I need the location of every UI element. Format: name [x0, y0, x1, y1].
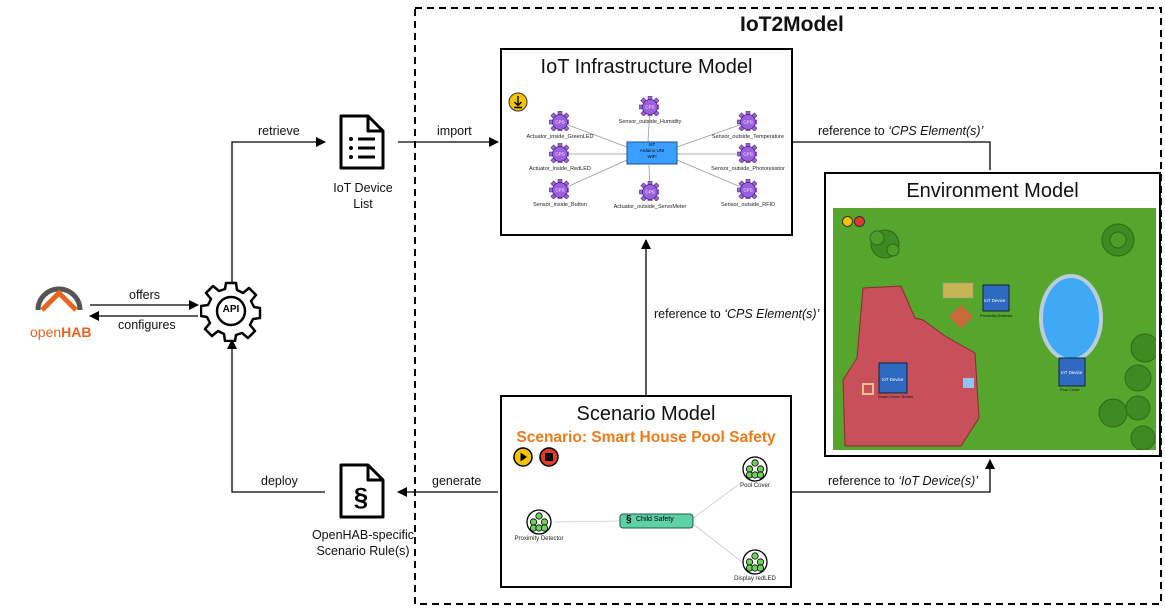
svg-text:CPS: CPS	[743, 120, 752, 125]
scenario-node-label: Pool Cover	[740, 483, 770, 489]
infra-node-label: Sensor_outside_Temperature	[711, 134, 785, 140]
infra-node-label: Actuator_outside_ServoMeter	[613, 204, 687, 210]
scenario-graph	[553, 481, 743, 563]
scenario-title: Scenario Model	[576, 403, 716, 425]
scenario-node-icon[interactable]	[526, 509, 552, 535]
infra-center-device	[626, 141, 678, 165]
infra-node-label: Sensor_inside_Button	[533, 202, 587, 208]
infra-node-label: Sensor_outside_Humidity	[618, 119, 682, 125]
deploy-label: deploy	[261, 474, 298, 488]
scenario-center-label: Child Safety	[636, 516, 674, 523]
infra-center-text: IoT Arduino UNI WiFi	[627, 142, 677, 164]
environment-map	[833, 208, 1156, 450]
openhab-logo-icon	[35, 286, 83, 312]
ref-iot-target: ‘IoT Device(s)’	[898, 474, 979, 488]
environment-device-label-2: IoT Device	[882, 377, 904, 382]
scenario-node-label: Display redLED	[734, 576, 776, 582]
device-list-doc-icon	[339, 114, 385, 170]
svg-text:CPS: CPS	[645, 190, 654, 195]
environment-device-label-1: IoT Device	[984, 298, 1006, 303]
scenario-center-node	[619, 513, 694, 529]
svg-text:CPS: CPS	[555, 120, 564, 125]
environment-title: Environment Model	[906, 180, 1079, 202]
scenario-stop-icon[interactable]	[539, 447, 559, 467]
cps-gear-icon[interactable]: CPS	[737, 111, 757, 131]
cps-gear-icon[interactable]: CPS	[549, 143, 569, 163]
infra-center-line-3: WiFi	[647, 154, 657, 159]
scenario-model[interactable]: Scenario Model Scenario: Smart House Poo…	[500, 395, 792, 588]
scenario-rule-label: OpenHAB-specific Scenario Rule(s)	[311, 528, 415, 558]
infra-graph	[559, 106, 749, 193]
ref-cps-top-target: ‘CPS Element(s)’	[888, 124, 984, 138]
import-label: import	[437, 124, 472, 138]
openhab-logo-text-b: HAB	[61, 324, 92, 340]
svg-text:CPS: CPS	[555, 152, 564, 157]
iot2model-title: IoT2Model	[740, 13, 844, 36]
cps-gear-icon[interactable]: CPS	[737, 179, 757, 199]
device-list-label: IoT Device List	[333, 181, 393, 211]
environment-stop-icon[interactable]	[854, 216, 865, 227]
infra-node-label: Sensor_outside_Photoresistor	[711, 166, 785, 172]
svg-text:CPS: CPS	[645, 105, 654, 110]
ref-cps-mid-target: ‘CPS Element(s)’	[724, 307, 820, 321]
infra-download-icon[interactable]	[508, 92, 528, 112]
offers-label: offers	[129, 288, 161, 302]
openhab-logo-text-a: open	[30, 324, 62, 340]
environment-pause-icon[interactable]	[842, 216, 853, 227]
iot2model-container	[414, 7, 1162, 605]
ref-iot-prefix: reference to	[828, 474, 899, 488]
infra-node-label: Actuator_inside_RedLED	[529, 166, 591, 172]
svg-text:CPS: CPS	[555, 188, 564, 193]
environment-device-sub-1: Proximity Detector	[980, 313, 1013, 318]
environment-device-sub-3: Pool Cover	[1060, 387, 1080, 392]
scenario-subtitle: Scenario: Smart House Pool Safety	[516, 429, 776, 446]
ref-iot-label: reference to ‘IoT Device(s)’	[828, 474, 978, 488]
infra-title: IoT Infrastructure Model	[540, 56, 753, 78]
svg-text:CPS: CPS	[743, 152, 752, 157]
environment-device-label-3: IoT Device	[1061, 370, 1083, 375]
ref-cps-top-label: reference to ‘CPS Element(s)’	[818, 124, 983, 138]
scenario-center-section: §	[626, 514, 632, 525]
infra-center-line-2: Arduino UNI	[639, 148, 665, 153]
ref-iot-arrow	[792, 459, 995, 493]
cps-gear-icon[interactable]: CPS	[549, 179, 569, 199]
ref-cps-mid-prefix: reference to	[654, 307, 725, 321]
infra-center-line-1: IoT	[648, 142, 656, 147]
api-gear-icon	[200, 281, 262, 342]
retrieve-label: retrieve	[258, 124, 300, 138]
ref-cps-top-prefix: reference to	[818, 124, 889, 138]
ref-cps-mid-label: reference to ‘CPS Element(s)’	[654, 307, 819, 321]
cps-gear-icon[interactable]: CPS	[639, 96, 659, 116]
scenario-node-label: Proximity Detector	[514, 536, 564, 542]
scenario-node-icon[interactable]	[742, 549, 768, 575]
scenario-rule-doc-icon: §	[339, 463, 385, 519]
cps-gear-icon[interactable]: CPS	[549, 111, 569, 131]
openhab-logo-text: openHAB	[30, 324, 92, 340]
generate-label: generate	[432, 474, 482, 488]
environment-model[interactable]: Environment Model IoT Device Proximity D…	[824, 172, 1161, 457]
infra-node-label: Actuator_inside_GreenLED	[526, 134, 594, 140]
deploy-arrow	[227, 339, 325, 493]
infra-node-label: Sensor_outside_RFID	[720, 202, 776, 208]
svg-text:CPS: CPS	[743, 188, 752, 193]
svg-text:§: §	[354, 482, 368, 512]
scenario-play-icon[interactable]	[513, 447, 533, 467]
iot-infrastructure-model[interactable]: IoT Infrastructure Model IoT Arduino UNI…	[500, 48, 793, 236]
api-label: API	[222, 304, 240, 315]
cps-gear-icon[interactable]: CPS	[737, 143, 757, 163]
scenario-node-icon[interactable]	[742, 456, 768, 482]
environment-device-sub-2: Smart Home Button	[878, 394, 914, 399]
configures-label: configures	[118, 318, 176, 332]
retrieve-arrow	[231, 137, 326, 282]
cps-gear-icon[interactable]: CPS	[639, 181, 659, 201]
